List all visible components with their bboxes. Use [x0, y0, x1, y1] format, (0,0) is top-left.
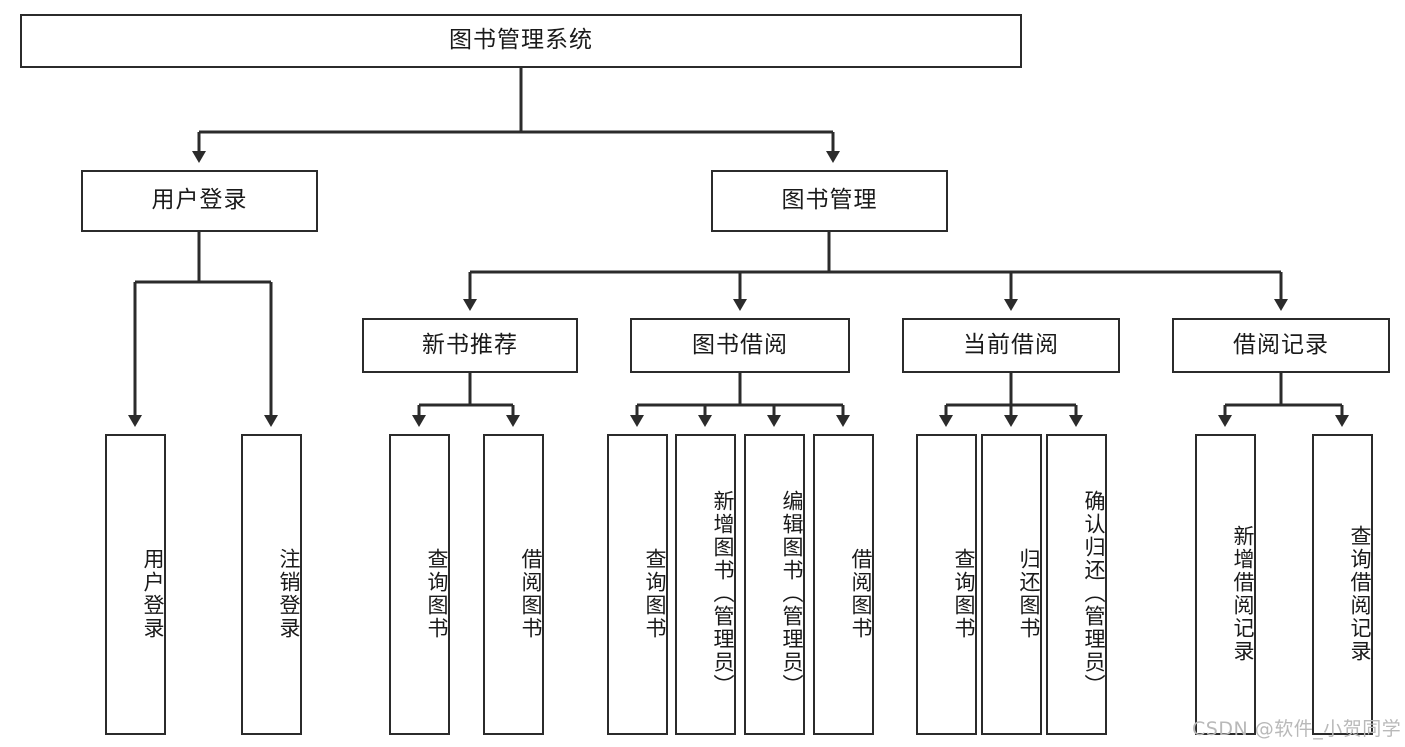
node-label: 新增借阅记录	[1231, 524, 1255, 663]
leaf-current-query-book[interactable]: 查询图书	[916, 434, 977, 735]
node-label: 确认归还（管理员）	[1082, 490, 1106, 697]
leaf-current-return-book[interactable]: 归还图书	[981, 434, 1042, 735]
node-label: 借阅图书	[519, 547, 543, 640]
node-label: 图书借阅	[692, 331, 788, 358]
node-label: 借阅记录	[1233, 331, 1329, 358]
node-label: 新书推荐	[422, 331, 518, 358]
node-system-root[interactable]: 图书管理系统	[20, 14, 1022, 68]
node-label: 图书管理	[781, 187, 878, 214]
node-label: 查询借阅记录	[1348, 524, 1372, 663]
leaf-borrow-edit-book[interactable]: 编辑图书（管理员）	[744, 434, 805, 735]
node-label: 新增图书（管理员）	[711, 490, 735, 697]
leaf-user-login-logout[interactable]: 注销登录	[241, 434, 302, 735]
leaf-record-query[interactable]: 查询借阅记录	[1312, 434, 1373, 735]
leaf-current-confirm-return[interactable]: 确认归还（管理员）	[1046, 434, 1107, 735]
node-label: 查询图书	[425, 547, 449, 640]
node-label: 查询图书	[643, 547, 667, 640]
csdn-watermark: CSDN @软件_小贺同学	[1192, 718, 1402, 740]
node-label: 编辑图书（管理员）	[780, 490, 804, 697]
leaf-user-login-login[interactable]: 用户登录	[105, 434, 166, 735]
node-new-book-recommend[interactable]: 新书推荐	[362, 318, 578, 373]
node-label: 当前借阅	[963, 331, 1059, 358]
node-borrow-record[interactable]: 借阅记录	[1172, 318, 1390, 373]
node-user-login[interactable]: 用户登录	[81, 170, 318, 232]
node-book-borrow[interactable]: 图书借阅	[630, 318, 850, 373]
node-label: 用户登录	[151, 187, 248, 214]
node-label: 图书管理系统	[449, 27, 593, 54]
node-current-borrow[interactable]: 当前借阅	[902, 318, 1120, 373]
leaf-borrow-borrow-book[interactable]: 借阅图书	[813, 434, 874, 735]
leaf-new-book-borrow[interactable]: 借阅图书	[483, 434, 544, 735]
leaf-new-book-query[interactable]: 查询图书	[389, 434, 450, 735]
node-book-management[interactable]: 图书管理	[711, 170, 948, 232]
leaf-borrow-add-book[interactable]: 新增图书（管理员）	[675, 434, 736, 735]
node-label: 查询图书	[952, 547, 976, 640]
leaf-borrow-query-book[interactable]: 查询图书	[607, 434, 668, 735]
node-label: 注销登录	[277, 547, 301, 640]
node-label: 用户登录	[141, 547, 165, 640]
node-label: 借阅图书	[849, 547, 873, 640]
node-label: 归还图书	[1017, 547, 1041, 640]
leaf-record-add[interactable]: 新增借阅记录	[1195, 434, 1256, 735]
